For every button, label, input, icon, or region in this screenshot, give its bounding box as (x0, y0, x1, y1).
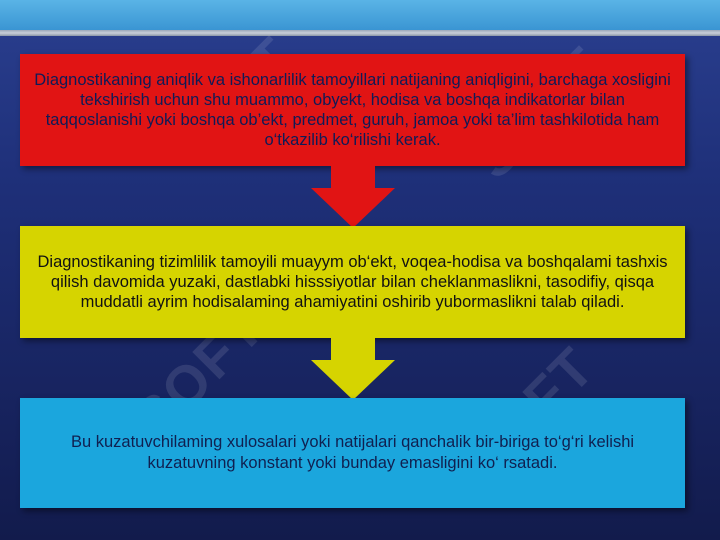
header-divider (0, 30, 720, 36)
down-arrow-icon (311, 338, 395, 400)
principle-text: Diagnostikaning tizimlilik tamoyili muay… (37, 253, 668, 311)
principle-box-consistency: Bu kuzatuvchilaming xulosalari yoki nati… (20, 398, 685, 508)
principle-box-systematic: Diagnostikaning tizimlilik tamoyili muay… (20, 226, 685, 338)
principle-text: Bu kuzatuvchilaming xulosalari yoki nati… (70, 433, 635, 472)
principle-box-accuracy: Diagnostikaning aniqlik va ishonarlilik … (20, 54, 685, 166)
down-arrow-icon (311, 166, 395, 228)
top-header-band (0, 0, 720, 30)
principle-text: Diagnostikaning aniqlik va ishonarlilik … (34, 71, 671, 149)
